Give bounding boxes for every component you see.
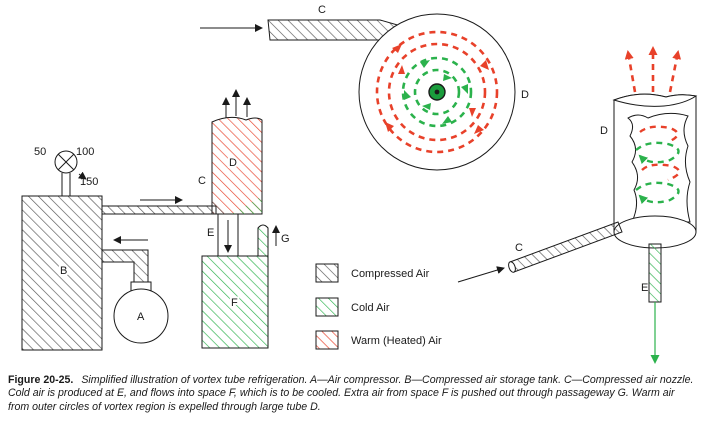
cold-ring-outer (401, 56, 473, 128)
caption-text: Simplified illustration of vortex tube r… (8, 374, 694, 413)
vortex-cross-section: C D (200, 4, 529, 171)
label-d-warm: D (229, 157, 237, 169)
supply-line (101, 205, 217, 215)
warm-arrowhead (474, 125, 484, 134)
label-g: G (281, 233, 290, 245)
cold-ring-inner (413, 68, 461, 116)
compressor-pipe (101, 249, 149, 285)
cold-arrowhead (404, 90, 411, 100)
label-d-top: D (521, 89, 529, 101)
legend-label-warm: Warm (Heated) Air (351, 335, 442, 347)
figure-number: Figure 20-25. (8, 374, 74, 386)
legend-label-cold: Cold Air (351, 302, 390, 314)
warm-ring-outer (375, 30, 499, 154)
cooled-space (201, 255, 269, 349)
warm-arrowhead (398, 65, 405, 74)
warm-arrowhead (480, 60, 489, 70)
storage-tank (21, 195, 103, 351)
cold-arrowhead (461, 84, 468, 94)
gauge-label-150: 150 (80, 176, 98, 188)
nozzle-right (509, 221, 623, 273)
label-e-right: E (641, 282, 648, 294)
legend-label-compressed: Compressed Air (351, 268, 430, 280)
compressor (113, 288, 169, 344)
legend-swatch-warm (315, 330, 339, 350)
cutaway-tube-end (613, 215, 697, 249)
label-d-right: D (600, 125, 608, 137)
vortex-tube-cutaway: D C E (457, 46, 698, 364)
label-a: A (137, 311, 145, 323)
warm-arrowhead (392, 44, 402, 53)
label-c-mid: C (198, 175, 206, 187)
legend-swatch-compressed (315, 263, 339, 283)
label-c-top: C (318, 4, 326, 16)
warm-exhaust-tube (211, 116, 263, 215)
cold-arrowhead (443, 74, 452, 81)
label-e: E (207, 227, 214, 239)
warm-arrowhead (469, 108, 476, 117)
passageway (257, 224, 269, 256)
vortex-center (434, 89, 440, 95)
gauge-label-50: 50 (34, 146, 46, 158)
cold-exit-tube (648, 243, 662, 303)
label-c-right: C (515, 242, 523, 254)
warm-arrowhead (385, 122, 394, 132)
cold-arrowhead (442, 116, 452, 124)
vortex-tube-diagram: C D 50 100 150 B A D C (21, 4, 698, 364)
legend-swatch-cold (315, 297, 339, 317)
label-b: B (60, 265, 67, 277)
warm-ring-inner (387, 42, 487, 142)
label-f: F (231, 297, 238, 309)
refrigeration-system: 50 100 150 B A D C E G (21, 89, 290, 351)
legend: Compressed Air Cold Air Warm (Heated) Ai… (315, 263, 442, 350)
gauge-label-100: 100 (76, 146, 94, 158)
figure-caption: Figure 20-25.Simplified illustration of … (8, 374, 698, 414)
cold-arrowhead (422, 103, 431, 110)
cold-arrowhead (420, 60, 430, 68)
cutaway-opening (627, 112, 691, 223)
